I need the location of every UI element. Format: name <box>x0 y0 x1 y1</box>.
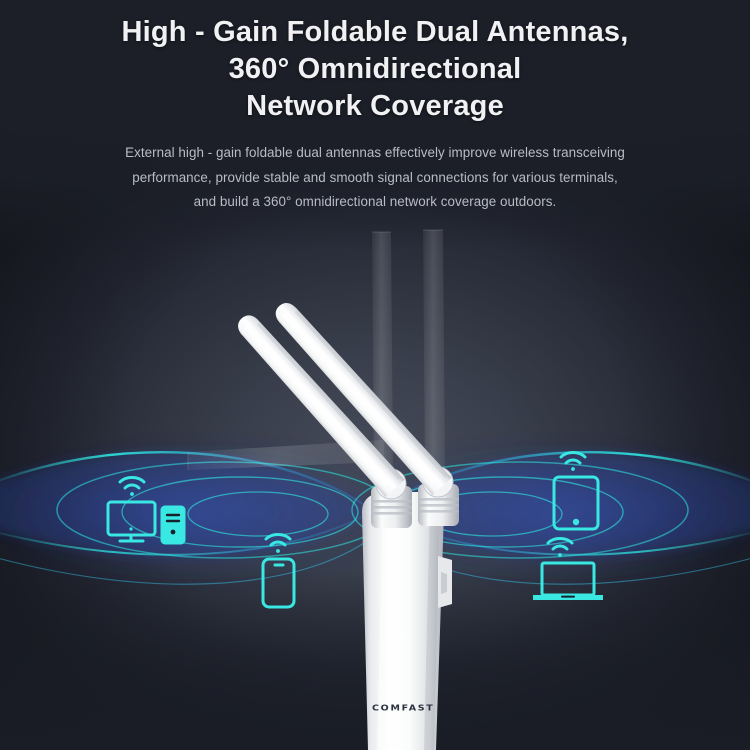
headline-line-1: High - Gain Foldable Dual Antennas, <box>121 16 629 48</box>
description-text: External high - gain foldable dual anten… <box>0 141 750 214</box>
copy-block: High - Gain Foldable Dual Antennas, 360°… <box>0 0 750 215</box>
device-smartphone <box>249 528 311 610</box>
tablet-icon <box>552 451 600 531</box>
top-shade <box>0 0 750 250</box>
device-laptop <box>527 532 609 604</box>
bottom-shade <box>0 570 750 750</box>
monitor-tower-icon <box>106 476 186 545</box>
subcopy-line-1: External high - gain foldable dual anten… <box>125 145 625 161</box>
headline-line-2: 360° Omnidirectional <box>228 52 522 85</box>
headline-line-3: Network Coverage <box>246 89 504 122</box>
subcopy-line-3: and build a 360° omnidirectional network… <box>193 194 557 210</box>
device-tablet <box>544 446 610 532</box>
brand-logo: COMFAST <box>372 703 435 714</box>
subcopy-line-2: performance, provide stable and smooth s… <box>132 169 618 185</box>
laptop-icon <box>533 537 603 600</box>
device-desktop-computer <box>104 470 190 546</box>
phone-icon <box>261 533 296 609</box>
page-title: High - Gain Foldable Dual Antennas, 360°… <box>0 14 750 124</box>
